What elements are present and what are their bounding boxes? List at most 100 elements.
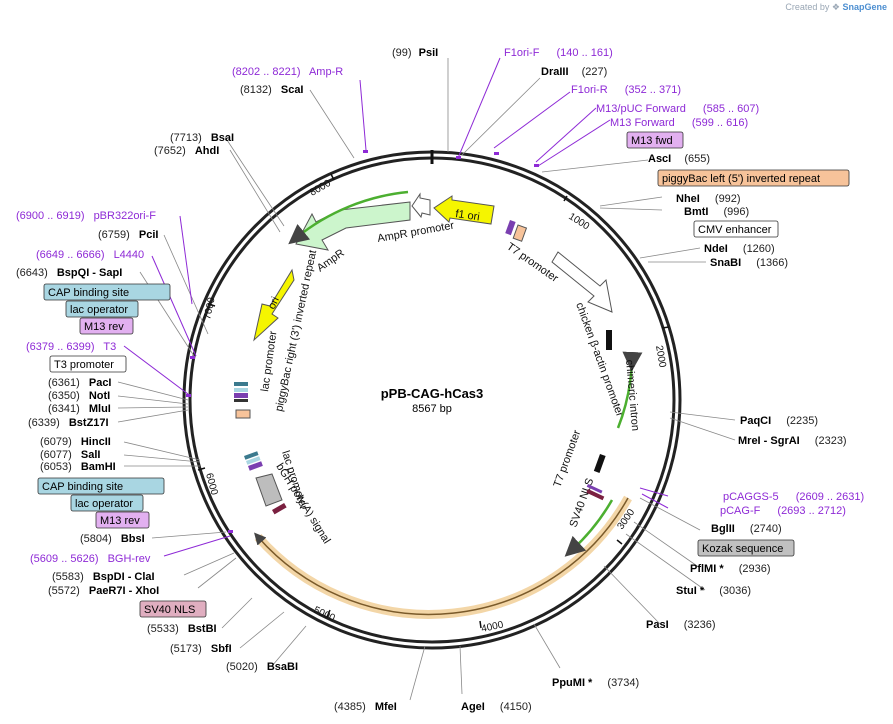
ppumi-label: PpuMI * (3734) (552, 677, 639, 689)
f1-ori-arrow (433, 195, 495, 225)
leader-lines (117, 58, 736, 701)
plasmid-length: 8567 bp (412, 403, 452, 415)
m13-rev-box-2 (95, 511, 150, 529)
bbsi-label: (5804) BbsI (80, 533, 145, 545)
nhei-label: NheI (992) (676, 193, 741, 205)
m13-puc-forward-label: M13/pUC Forward (585 .. 607) (596, 103, 759, 115)
sv40-nls-arc (564, 499, 614, 557)
mlui-label: (6341) MluI (48, 403, 111, 415)
snapgene-credit: Created by ❖ SnapGene (785, 2, 887, 13)
lac-operator-text-2: lac operator (75, 498, 133, 510)
sali-label: (6077) SalI (40, 449, 100, 461)
sv40-nls-box (139, 600, 207, 618)
ori-label: ori (266, 295, 282, 311)
cas3-cds-line (254, 497, 629, 616)
chimeric-intron-arc (616, 351, 643, 429)
snabi-label: SnaBI (1366) (710, 257, 788, 269)
m13-rev-text-1: M13 rev (84, 321, 124, 333)
pflmi-label: PflMI * (2936) (690, 563, 770, 575)
amp-r-label: (8202 .. 8221) Amp-R (232, 66, 343, 78)
ampr-promoter-arrow (411, 192, 431, 219)
paqci-label: PaqCI (2235) (740, 415, 818, 427)
plasmid-name: pPB-CAG-hCas3 (381, 386, 484, 401)
kozak-text: Kozak sequence (702, 543, 783, 555)
chimeric-end-block (593, 454, 606, 473)
ahdi-label: (7652) AhdI (154, 145, 219, 157)
piggybac-right-label: piggyBac right (3') inverted repeat (273, 249, 319, 413)
bgh-polya-label: bGH poly(A) signal (273, 461, 332, 546)
bsabi-label: (5020) BsaBI (226, 661, 298, 673)
tick-7000: 7000 (202, 296, 217, 320)
t3-promoter-text: T3 promoter (54, 359, 114, 371)
hincii-label: (6079) HincII (40, 436, 111, 448)
t3-promoter-box (49, 355, 127, 373)
cba-block (606, 330, 612, 350)
bstz17i-label: (6339) BstZ17I (28, 417, 109, 429)
piggybac-left-box (657, 169, 850, 187)
cap-binding-box-2 (37, 477, 165, 495)
scai-label: (8132) ScaI (240, 84, 304, 96)
ampr-promoter-label: AmpR promoter (376, 220, 455, 245)
psii-label: (99) PsiI (392, 47, 438, 59)
tick-5000: 5000 (312, 605, 337, 625)
sbfi-label: (5173) SbfI (170, 643, 232, 655)
cap-binding-box-1 (43, 283, 171, 301)
f1ori-r-label: F1ori-R (352 .. 371) (571, 84, 681, 96)
m13-fwd-box (626, 131, 684, 149)
chimeric-intron-label: chimeric intron (623, 359, 641, 431)
bgh-rev-label: (5609 .. 5626) BGH-rev (30, 553, 151, 565)
draiii-label: DraIII (227) (541, 66, 607, 78)
snapgene-logo-icon: ❖ (831, 2, 840, 12)
lac-operator-text-1: lac operator (70, 304, 128, 316)
pcii-label: (6759) PciI (98, 229, 158, 241)
ndei-label: NdeI (1260) (704, 243, 775, 255)
cmv-enhancer-text: CMV enhancer (698, 224, 772, 236)
ampr-label: AmpR (315, 247, 347, 274)
m13-fwd-text: M13 fwd (631, 135, 673, 147)
mfei-label: (4385) MfeI (334, 701, 397, 713)
cba-promoter-label: chicken β-actin promoter (573, 301, 626, 419)
m13-rev-text-2: M13 rev (100, 515, 140, 527)
paci-label: (6361) PacI (48, 377, 112, 389)
mrei-sgrai-label: MreI - SgrAI (2323) (738, 435, 847, 447)
piggybac-left-text: piggyBac left (5') inverted repeat (662, 173, 820, 185)
t7-promoter-label-top: T7 promoter (504, 241, 560, 285)
primer-lines (123, 57, 669, 557)
primer-marks (186, 150, 539, 533)
kozak-cluster (586, 484, 605, 501)
f1ori-f-label: F1ori-F (140 .. 161) (504, 47, 613, 59)
bspqi-sapi-label: (6643) BspQI - SapI (16, 267, 122, 279)
t3-primer-label: (6379 .. 6399) T3 (26, 341, 116, 353)
pbr322ori-f-label: (6900 .. 6919) pBR322ori-F (16, 210, 156, 222)
bstbi-label: (5533) BstBI (147, 623, 217, 635)
kozak-box (697, 539, 795, 557)
tick-2000: 2000 (653, 345, 668, 369)
pasi-label: PasI (3236) (646, 619, 716, 631)
pcaggs-5-label: pCAGGS-5 (2609 .. 2631) (723, 491, 864, 503)
l4440-label: (6649 .. 6666) L4440 (36, 249, 144, 261)
bsai-label: (7713) BsaI (170, 132, 234, 144)
t7-promoter-label-bottom: T7 promoter (552, 428, 584, 489)
pcag-f-label: pCAG-F (2693 .. 2712) (720, 505, 846, 517)
sv40-nls-text: SV40 NLS (144, 604, 195, 616)
cap-binding-text-1: CAP binding site (48, 287, 129, 299)
m13-rev-box-1 (79, 317, 134, 335)
f1-ori-label: f1 ori (455, 208, 481, 223)
agei-label: AgeI (4150) (461, 701, 532, 713)
ori-arrow (253, 268, 295, 342)
stui-label: StuI * (3036) (676, 585, 751, 597)
bamhi-label: (6053) BamHI (40, 461, 116, 473)
ampr-line (288, 190, 409, 245)
lower-left-cluster (244, 451, 287, 515)
left-marker-cluster (234, 382, 251, 419)
bmti-label: BmtI (996) (684, 206, 749, 218)
noti-label: (6350) NotI (48, 390, 110, 402)
m13-forward-label: M13 Forward (599 .. 616) (610, 117, 748, 129)
paer7i-xhoi-label: (5572) PaeR7I - XhoI (48, 585, 159, 597)
credit-prefix: Created by (785, 2, 830, 12)
lac-operator-box-1 (65, 300, 139, 318)
tick-marks (197, 173, 670, 629)
cmv-enhancer-arrow (551, 251, 613, 313)
sv40-nls-label: SV40 NLS (568, 477, 597, 529)
